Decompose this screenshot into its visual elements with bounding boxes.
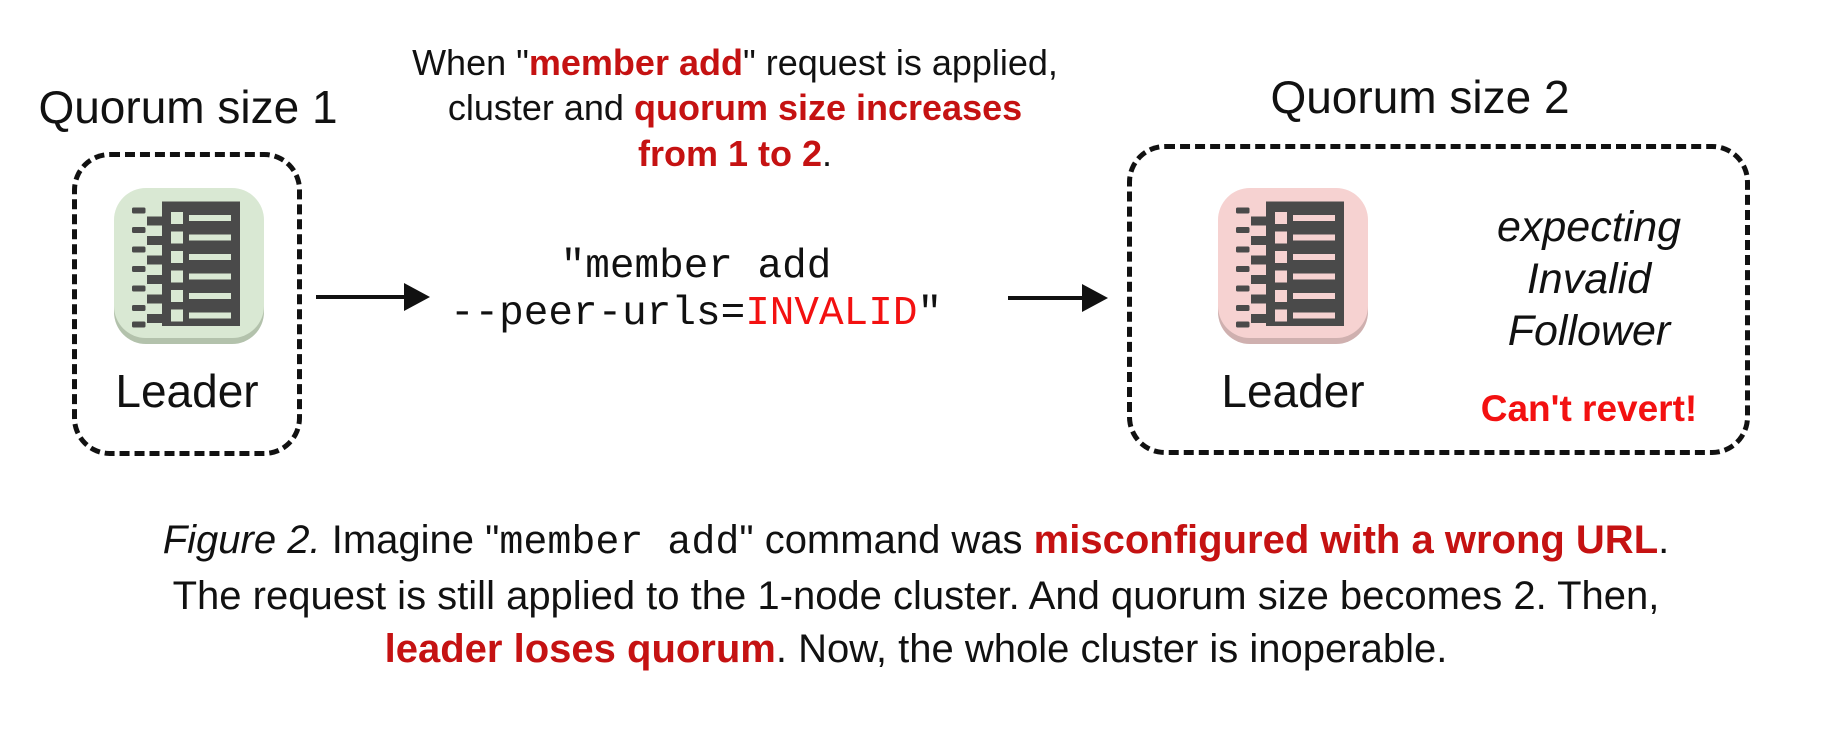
text-run: leader loses quorum xyxy=(384,627,776,672)
leader-node-green xyxy=(114,188,264,338)
leader-node-pink xyxy=(1218,188,1368,338)
text-run: When " xyxy=(412,42,529,83)
figure-caption: Figure 2. Imagine "member add" command w… xyxy=(60,514,1772,677)
right-cluster-title: Quorum size 2 xyxy=(1270,71,1570,123)
text-run: " xyxy=(917,291,943,338)
arrow-head xyxy=(1082,284,1108,312)
text-run: . The request is still applied to the 1-… xyxy=(172,518,1670,619)
arrow-shaft xyxy=(316,295,404,299)
text-run: . Now, the whole cluster is inoperable. xyxy=(775,627,1448,672)
right-cluster-box: Leader expecting Invalid Follower Can't … xyxy=(1127,144,1750,455)
member-list-icon xyxy=(1236,201,1344,328)
text-run: member add xyxy=(528,42,743,83)
text-run: " request is applied, cluster and xyxy=(447,42,1058,129)
text-run: . xyxy=(822,132,833,174)
arrow-command-to-right-icon xyxy=(1008,284,1108,312)
member-add-annotation: When "member add" request is applied, cl… xyxy=(385,40,1085,176)
text-run: "member add --peer-urls= xyxy=(449,244,832,338)
left-cluster-box: Leader xyxy=(72,152,302,456)
cant-revert-warning: Can't revert! xyxy=(1480,388,1698,429)
member-add-command: "member add --peer-urls=INVALID" xyxy=(396,244,996,338)
text-run: quorum size increases from 1 to 2 xyxy=(633,87,1023,174)
arrow-head xyxy=(404,283,430,311)
text-run: Imagine " xyxy=(320,518,500,562)
text-run: member add xyxy=(499,521,740,566)
text-run: misconfigured with a wrong URL xyxy=(1033,518,1659,562)
left-leader-label: Leader xyxy=(115,365,259,417)
member-list-icon xyxy=(132,201,240,328)
arrow-left-to-command-icon xyxy=(316,283,430,311)
text-run: Figure 2. xyxy=(162,518,321,562)
text-run: INVALID xyxy=(745,291,918,338)
right-leader-label: Leader xyxy=(1221,365,1365,417)
arrow-shaft xyxy=(1008,296,1082,300)
left-cluster-title: Quorum size 1 xyxy=(38,81,338,133)
text-run: " command was xyxy=(739,518,1034,562)
expecting-invalid-follower-text: expecting Invalid Follower xyxy=(1496,203,1682,356)
